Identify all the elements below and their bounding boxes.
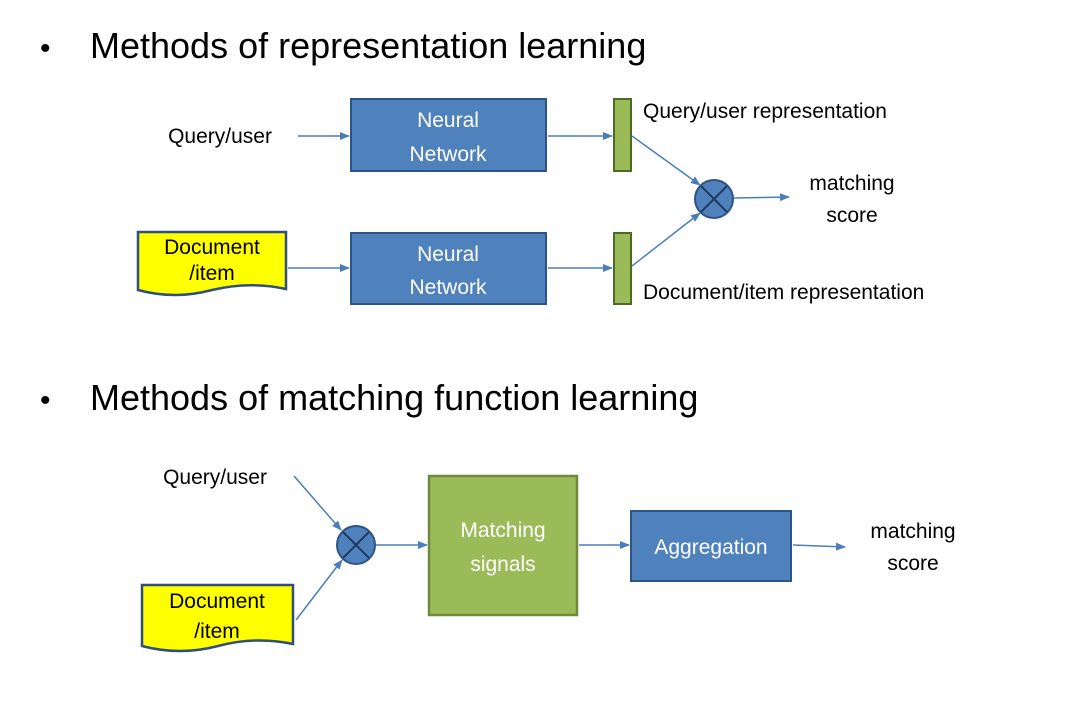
neural-network-box-top: Neural Network	[350, 98, 547, 172]
query-representation-label: Query/user representation	[643, 100, 887, 123]
signals-line-1: Matching	[460, 519, 545, 542]
matching-signals-box: Matching signals	[427, 474, 579, 617]
document-item-shape: Document /item	[136, 230, 288, 297]
query-user-label: Query/user	[168, 125, 272, 148]
nn-bottom-line-2: Network	[409, 276, 487, 299]
section-2-heading: • Methods of matching function learning	[40, 378, 698, 421]
aggregation-label: Aggregation	[654, 536, 767, 559]
section-2-title: Methods of matching function learning	[90, 377, 699, 418]
signals-line-2: signals	[470, 553, 535, 576]
arrow	[733, 193, 790, 202]
arrow	[293, 475, 342, 531]
nn-top-line-2: Network	[409, 143, 487, 166]
nn-top-line-1: Neural	[417, 109, 479, 132]
document-label-line-2: /item	[189, 262, 235, 285]
output-label-line-1: matching	[809, 172, 894, 195]
bullet-marker: •	[40, 384, 51, 417]
representation-learning-diagram: Query/user Document /item Neural Network…	[136, 98, 924, 305]
arrow	[295, 559, 343, 621]
arrow	[631, 212, 701, 267]
section-1-title: Methods of representation learning	[90, 25, 647, 66]
document-item-shape: Document /item	[140, 583, 295, 653]
query-user-label: Query/user	[163, 466, 267, 489]
section-1-heading: • Methods of representation learning	[40, 26, 646, 69]
matching-function-diagram: Query/user Document /item Matching signa…	[140, 466, 956, 653]
output-label-line-2: score	[887, 552, 938, 575]
arrow	[631, 135, 701, 186]
document-label-line-1: Document	[169, 590, 265, 613]
nn-bottom-line-1: Neural	[417, 243, 479, 266]
neural-network-box-bottom: Neural Network	[350, 232, 547, 305]
bullet-marker: •	[40, 32, 51, 65]
circle-times-icon	[694, 179, 734, 219]
query-representation-bar	[613, 98, 632, 172]
circle-times-icon	[336, 525, 376, 565]
document-label-line-1: Document	[164, 236, 260, 259]
document-representation-label: Document/item representation	[643, 281, 924, 304]
output-label-line-1: matching	[870, 520, 955, 543]
document-label-line-2: /item	[194, 620, 240, 643]
aggregation-box: Aggregation	[630, 510, 792, 582]
output-label-line-2: score	[826, 204, 877, 227]
arrow	[792, 542, 846, 551]
document-representation-bar	[613, 232, 632, 305]
